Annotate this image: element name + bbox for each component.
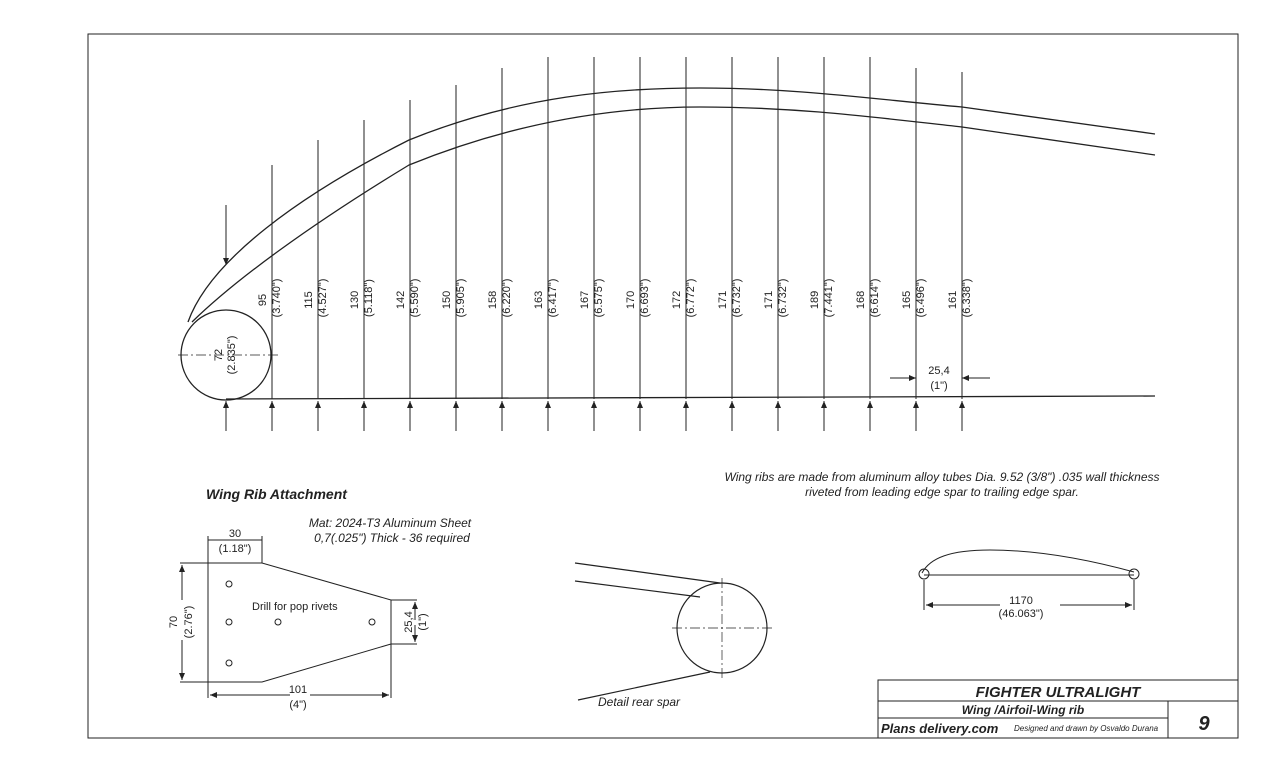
station-value-mm: 142: [395, 291, 407, 309]
station-value-in: (6.220"): [501, 279, 513, 318]
station-value-mm: 167: [579, 291, 591, 309]
width-mm: 101: [289, 684, 307, 696]
station-value-mm: 95: [257, 294, 269, 306]
station-value-mm: 172: [671, 291, 683, 309]
publisher: Plans delivery.com: [881, 721, 999, 736]
station-value-mm: 171: [717, 291, 729, 309]
drawing-subtitle: Wing /Airfoil-Wing rib: [962, 703, 1084, 717]
station-value-in: (6.496"): [915, 279, 927, 318]
width-in: (4"): [289, 699, 306, 711]
right-height-in: (1"): [417, 613, 429, 630]
rivet-hole: [225, 580, 233, 588]
right-height-mm: 25,4: [403, 611, 415, 632]
station-value-in: (6.732"): [777, 279, 789, 318]
rib-inner-curve: [191, 106, 1156, 323]
height-in: (2.76"): [183, 606, 195, 639]
rear-spar-label: Detail rear spar: [598, 695, 681, 709]
station-lines: [223, 57, 965, 431]
title-block: [877, 679, 1239, 739]
station-value-in: (6.417"): [547, 279, 559, 318]
top-width-mm: 30: [229, 528, 241, 540]
height-mm: 70: [168, 616, 180, 628]
station-value-in: (4.527"): [317, 279, 329, 318]
station-value-mm: 170: [625, 291, 637, 309]
station-value-mm: 130: [349, 291, 361, 309]
station-value-in: (7.441"): [823, 279, 835, 318]
station-value-mm: 165: [901, 291, 913, 309]
station-value-in: (6.732"): [731, 279, 743, 318]
note-line-2: riveted from leading edge spar to traili…: [805, 485, 1079, 499]
wing-rib-profile: [178, 87, 1156, 401]
material-line-1: Mat: 2024-T3 Aluminum Sheet: [309, 516, 472, 530]
station-value-mm: 189: [809, 291, 821, 309]
station-value-mm: 161: [947, 291, 959, 309]
rivet-hole: [225, 618, 233, 626]
station-value-in: (6.575"): [593, 279, 605, 318]
station-value-in: (6.338"): [961, 279, 973, 318]
station-value-mm: 158: [487, 291, 499, 309]
small-rib-overview: [918, 549, 1140, 610]
page-number: 9: [1198, 713, 1210, 735]
diameter-mm: 72: [213, 349, 225, 361]
sheet-border: [87, 33, 1239, 739]
rib-baseline: [225, 395, 1156, 400]
note-line-1: Wing ribs are made from aluminum alloy t…: [724, 470, 1159, 484]
spacing-in: (1"): [930, 380, 947, 392]
top-width-in: (1.18"): [219, 543, 252, 555]
station-value-in: (5.118"): [363, 279, 375, 317]
attachment-title: Wing Rib Attachment: [206, 486, 348, 502]
material-line-2: 0,7(.025") Thick - 36 required: [314, 531, 470, 545]
station-value-mm: 115: [303, 291, 315, 309]
rib-outer-curve: [187, 87, 1156, 323]
station-value-in: (5.905"): [455, 279, 467, 318]
station-value-mm: 150: [441, 291, 453, 309]
station-value-in: (6.614"): [869, 279, 881, 318]
overall-mm: 1170: [1009, 595, 1033, 607]
station-value-in: (5.590"): [409, 279, 421, 318]
rivet-hole: [274, 618, 282, 626]
station-value-mm: 168: [855, 291, 867, 309]
spacing-mm: 25,4: [928, 365, 949, 377]
designer: Designed and drawn by Osvaldo Durana: [1014, 724, 1159, 733]
rear-spar-detail: [574, 562, 772, 701]
station-value-mm: 163: [533, 291, 545, 309]
diameter-in: (2.835"): [226, 336, 238, 375]
overall-in: (46.063"): [999, 608, 1044, 620]
rivet-hole: [368, 618, 376, 626]
station-value-in: (6.693"): [639, 279, 651, 318]
rivet-hole: [225, 659, 233, 667]
station-value-in: (6.772"): [685, 279, 697, 318]
station-labels: 95(3.740") 115(4.527") 130(5.118") 142(5.59…: [257, 279, 973, 318]
drill-label: Drill for pop rivets: [252, 601, 338, 613]
station-value-mm: 171: [763, 291, 775, 309]
attachment-plate: [179, 536, 418, 698]
drawing-title: FIGHTER ULTRALIGHT: [976, 684, 1143, 701]
station-value-in: (3.740"): [271, 279, 283, 318]
